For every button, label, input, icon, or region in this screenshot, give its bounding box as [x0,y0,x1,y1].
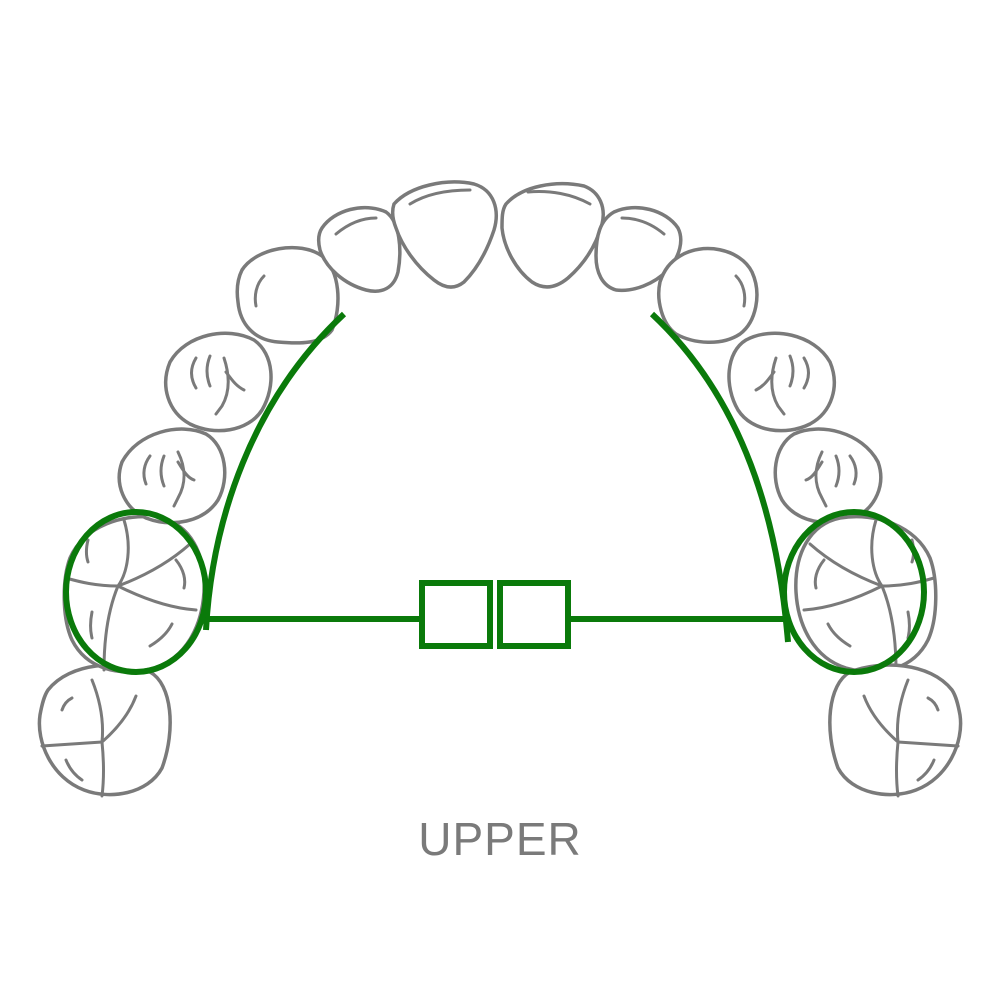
tooth-right-first-premolar [729,333,834,430]
tooth-left-central-incisor [393,182,497,287]
tooth-left-first-premolar [166,333,271,430]
tooth-right-second-molar [830,665,961,796]
tooth-right-central-incisor [502,184,603,287]
tooth-left-second-premolar [119,429,224,523]
tooth-left-second-molar [39,665,170,796]
tooth-right-first-molar [796,517,936,672]
arch-label: UPPER [0,812,1000,866]
tooth-right-second-premolar [775,429,880,523]
left-expansion-screw-block [422,583,490,646]
tooth-right-canine [659,249,757,343]
right-expansion-screw-block [500,583,568,646]
tooth-left-canine [237,248,338,343]
